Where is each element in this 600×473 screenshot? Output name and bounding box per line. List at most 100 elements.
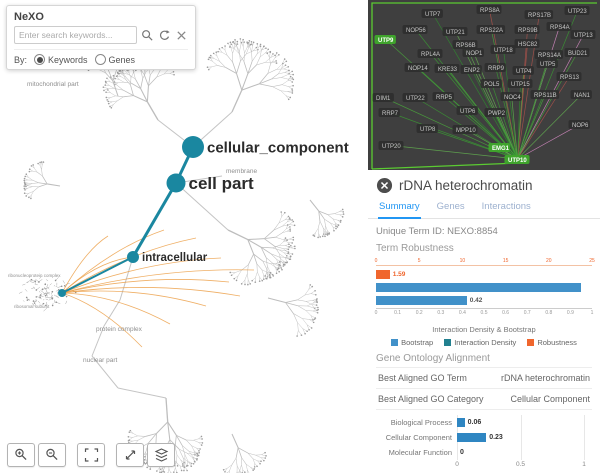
gene-node-UTP10[interactable]: UTP10 — [504, 155, 530, 164]
gene-node-HSC82[interactable]: HSC82 — [514, 39, 540, 48]
gene-node-UTP20[interactable]: UTP20 — [378, 141, 404, 150]
robustness-bar-interaction-density: 0.42 — [376, 294, 592, 307]
svg-text:EMG1: EMG1 — [492, 146, 510, 152]
svg-text:KRE33: KRE33 — [438, 67, 458, 73]
term-node-intracellular[interactable] — [127, 251, 139, 263]
gene-node-EMG1[interactable]: EMG1 — [488, 143, 510, 152]
gene-node-NOP56[interactable]: NOP56 — [402, 25, 428, 34]
gene-node-PWP2[interactable]: PWP2 — [484, 108, 506, 117]
term-node-label[interactable]: cellular_component — [207, 139, 349, 156]
svg-text:RPS11B: RPS11B — [534, 93, 557, 99]
legend-label-interaction-density: Interaction Density — [454, 338, 517, 347]
gene-node-UTP7[interactable]: UTP7 — [421, 9, 443, 18]
gene-node-RPS14A[interactable]: RPS14A — [534, 50, 564, 59]
zoom-out-button[interactable] — [38, 443, 66, 467]
expand-button[interactable] — [116, 443, 144, 467]
table-row: Best Aligned GO Category Cellular Compon… — [376, 389, 592, 410]
term-node-cell part[interactable] — [166, 173, 186, 193]
svg-text:NAN1: NAN1 — [574, 93, 591, 99]
gene-node-RPS4A[interactable]: RPS4A — [546, 22, 572, 31]
radio-genes-circle[interactable] — [94, 54, 106, 65]
radio-genes-label[interactable]: Genes — [108, 54, 136, 65]
gene-node-UTP18[interactable]: UTP18 — [490, 45, 516, 54]
gene-node-BUD21[interactable]: BUD21 — [564, 48, 590, 57]
gene-node-UTP23[interactable]: UTP23 — [564, 6, 590, 15]
svg-text:MPP10: MPP10 — [456, 128, 476, 134]
svg-text:NOP6: NOP6 — [572, 123, 589, 129]
svg-text:RPS6B: RPS6B — [456, 43, 476, 49]
gene-node-RPS13[interactable]: RPS13 — [556, 72, 582, 81]
gene-node-UTP4[interactable]: UTP4 — [512, 66, 534, 75]
fit-to-screen-button[interactable] — [77, 443, 105, 467]
gene-node-RPS11B[interactable]: RPS11B — [530, 90, 560, 99]
gene-node-KRE33[interactable]: KRE33 — [434, 64, 460, 73]
reset-icon[interactable] — [157, 28, 171, 42]
term-node-cluster[interactable] — [58, 289, 66, 297]
term-node-label[interactable]: intracellular — [142, 252, 208, 264]
svg-text:NOP56: NOP56 — [406, 28, 426, 34]
gene-node-UTP22[interactable]: UTP22 — [402, 93, 428, 102]
close-term-icon[interactable] — [376, 177, 393, 194]
radio-keywords[interactable]: Keywords — [34, 54, 88, 65]
gene-node-RPS8A[interactable]: RPS8A — [476, 5, 502, 14]
gene-node-NOP1[interactable]: NOP1 — [462, 48, 484, 57]
svg-text:UTP4: UTP4 — [516, 69, 532, 75]
legend-label-robustness: Robustness — [537, 338, 577, 347]
alignment-bar — [457, 433, 487, 442]
svg-text:RPS17B: RPS17B — [528, 13, 551, 19]
gene-node-RPS22A[interactable]: RPS22A — [476, 25, 506, 34]
gene-node-DIM1[interactable]: DIM1 — [372, 93, 394, 102]
gene-node-UTP15[interactable]: UTP15 — [507, 79, 533, 88]
tab-interactions[interactable]: Interactions — [481, 201, 531, 212]
svg-text:POL5: POL5 — [484, 82, 500, 88]
svg-text:UTP15: UTP15 — [511, 82, 530, 88]
svg-text:HSC82: HSC82 — [518, 42, 538, 48]
svg-text:UTP5: UTP5 — [540, 62, 556, 68]
gene-node-UTP13[interactable]: UTP13 — [570, 30, 596, 39]
search-icon[interactable] — [140, 28, 154, 42]
gene-node-RRP9[interactable]: RRP9 — [484, 63, 506, 72]
gene-node-RPS6B[interactable]: RPS6B — [452, 40, 478, 49]
gene-node-RPL4A[interactable]: RPL4A — [417, 49, 443, 58]
gene-node-UTP5[interactable]: UTP5 — [536, 59, 558, 68]
gene-node-UTP9[interactable]: UTP9 — [374, 35, 396, 44]
gene-node-NOC4[interactable]: NOC4 — [500, 92, 522, 101]
gene-node-UTP6[interactable]: UTP6 — [456, 106, 478, 115]
term-node-cellular_component[interactable] — [182, 136, 204, 158]
gene-node-UTP8[interactable]: UTP8 — [416, 124, 438, 133]
radio-genes[interactable]: Genes — [94, 54, 136, 65]
tab-genes[interactable]: Genes — [436, 201, 465, 212]
gene-node-RPS9B[interactable]: RPS9B — [514, 25, 540, 34]
detail-header: rDNA heterochromatin — [368, 170, 600, 197]
gene-node-RRP7[interactable]: RRP7 — [378, 108, 400, 117]
gene-node-RPS17B[interactable]: RPS17B — [524, 10, 554, 19]
gene-node-ENP2[interactable]: ENP2 — [460, 65, 482, 74]
radio-keywords-label[interactable]: Keywords — [48, 54, 88, 65]
gene-node-NAN1[interactable]: NAN1 — [570, 90, 592, 99]
gene-node-MPP10[interactable]: MPP10 — [452, 125, 478, 134]
gene-node-UTP21[interactable]: UTP21 — [442, 27, 468, 36]
term-node-label[interactable]: cell part — [189, 174, 255, 193]
search-input[interactable] — [14, 26, 137, 44]
svg-text:RRP9: RRP9 — [488, 66, 505, 72]
layers-button[interactable] — [147, 443, 175, 467]
legend-swatch-bootstrap — [391, 339, 399, 346]
search-by-label: By: — [14, 54, 28, 65]
robustness-axis-label: Interaction Density & Bootstrap — [432, 325, 536, 334]
radio-keywords-circle[interactable] — [34, 54, 46, 65]
gene-node-NOP14[interactable]: NOP14 — [404, 63, 430, 72]
gene-node-RRP5[interactable]: RRP5 — [432, 92, 454, 101]
zoom-in-button[interactable] — [7, 443, 35, 467]
tree-small-label: ribosomal subunit — [14, 304, 50, 309]
svg-text:UTP21: UTP21 — [446, 30, 465, 36]
tab-summary[interactable]: Summary — [378, 197, 421, 219]
gene-node-POL5[interactable]: POL5 — [480, 79, 502, 88]
robustness-bar-bootstrap — [376, 281, 592, 294]
close-icon[interactable] — [174, 28, 188, 42]
gene-node-NOP6[interactable]: NOP6 — [568, 120, 590, 129]
